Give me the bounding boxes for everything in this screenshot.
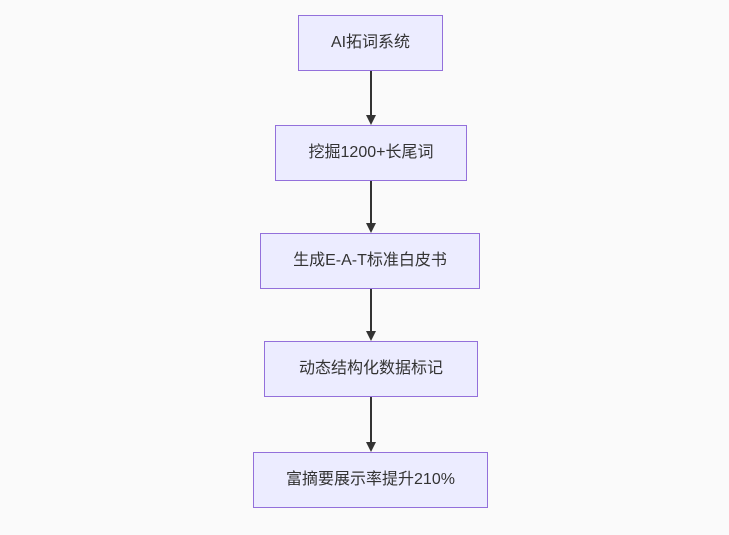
flowchart-node-ai-keyword-system: AI拓词系统 <box>298 15 443 71</box>
arrow-line <box>369 71 372 115</box>
flowchart-node-longtail-keywords: 挖掘1200+长尾词 <box>275 125 467 181</box>
arrow-down-icon <box>365 71 376 125</box>
arrow-head <box>365 115 376 125</box>
node-label: 富摘要展示率提升210% <box>286 471 455 489</box>
flowchart-node-structured-data-markup: 动态结构化数据标记 <box>264 341 478 397</box>
arrow-head <box>365 331 376 341</box>
arrow-line <box>369 289 372 331</box>
node-label: AI拓词系统 <box>330 34 411 52</box>
arrow-line <box>369 181 372 223</box>
node-label: 挖掘1200+长尾词 <box>308 144 434 162</box>
flowchart-node-eat-whitepaper: 生成E-A-T标准白皮书 <box>260 233 480 289</box>
node-label: 动态结构化数据标记 <box>298 360 443 378</box>
node-label: 生成E-A-T标准白皮书 <box>293 252 447 270</box>
arrow-down-icon <box>365 397 376 452</box>
arrow-down-icon <box>365 181 376 233</box>
arrow-down-icon <box>365 289 376 341</box>
arrow-line <box>369 397 372 442</box>
arrow-head <box>365 442 376 452</box>
arrow-head <box>365 223 376 233</box>
flowchart-node-rich-snippet-rate: 富摘要展示率提升210% <box>253 452 488 508</box>
